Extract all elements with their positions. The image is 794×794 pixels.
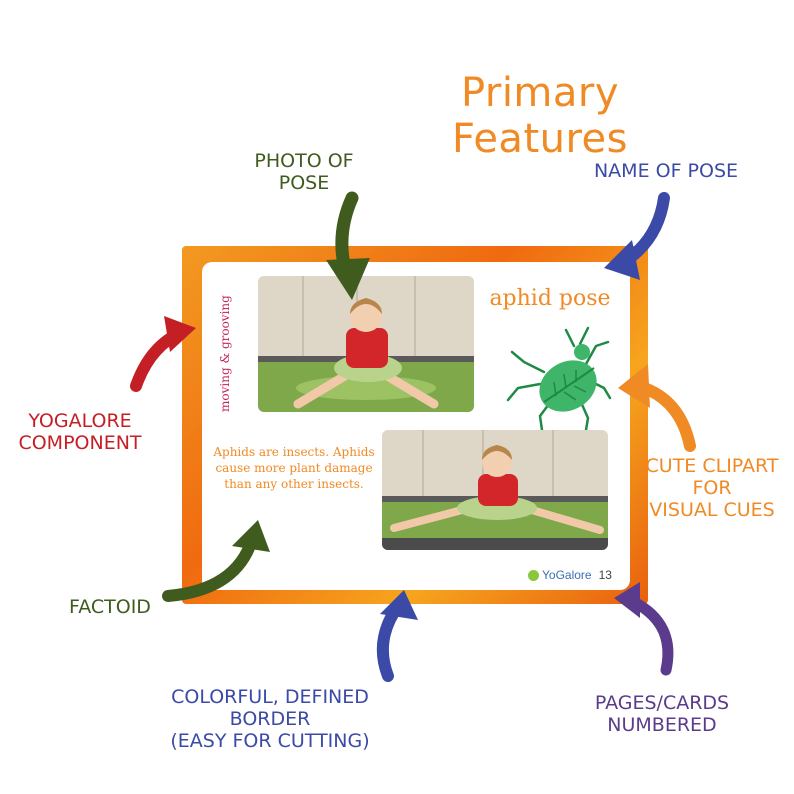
- brand-name: YoGalore: [542, 568, 592, 582]
- page-title: Primary Features: [452, 70, 628, 162]
- arrow-clipart: [618, 364, 696, 452]
- yogalore-logo-icon: [528, 569, 539, 581]
- page-number: 13: [598, 568, 612, 582]
- callout-clipart: Cute Clipart for Visual Cues: [645, 455, 779, 521]
- callout-border: Colorful, Defined Border (easy for cutti…: [170, 686, 370, 752]
- pose-name: aphid pose: [489, 286, 611, 311]
- arrow-border: [376, 590, 418, 682]
- pose-photo-2-image: [382, 430, 608, 550]
- callout-pages: Pages/Cards Numbered: [594, 692, 730, 736]
- callout-name-of-pose: Name of pose: [593, 160, 739, 182]
- pose-photo-1-image: [258, 276, 474, 412]
- pose-photo-1: [258, 276, 474, 412]
- callout-photo: Photo of Pose: [254, 150, 354, 194]
- arrow-photo: [326, 191, 370, 300]
- card-footer: YoGalore 13: [528, 568, 612, 582]
- callout-factoid: Factoid: [69, 596, 151, 618]
- pose-photo-2: [382, 430, 608, 550]
- arrow-yogalore: [130, 316, 196, 392]
- arrow-pages: [614, 582, 674, 676]
- aphid-clipart-icon: [504, 326, 612, 432]
- factoid-text: Aphids are insects. Aphids cause more pl…: [213, 445, 375, 491]
- callout-yogalore: YogaLore Component: [18, 410, 142, 454]
- arrow-factoid: [162, 520, 270, 602]
- arrow-name-of-pose: [604, 192, 670, 280]
